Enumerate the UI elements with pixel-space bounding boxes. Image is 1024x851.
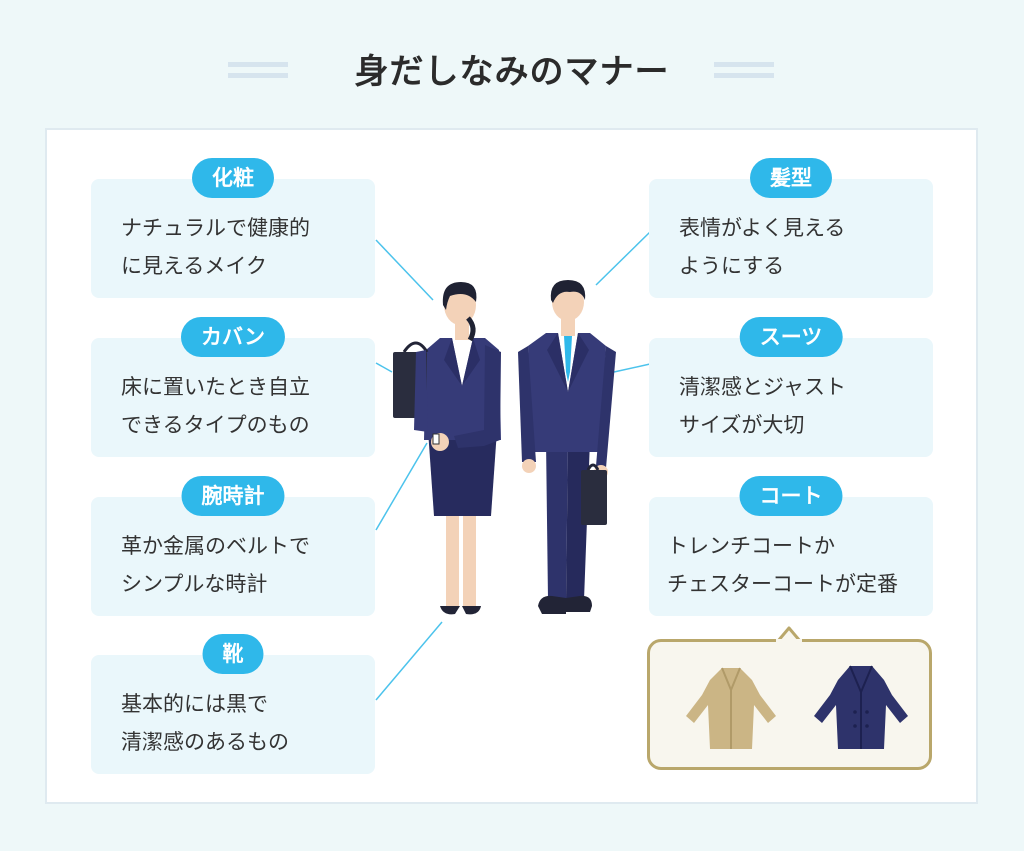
card-shoes: 靴 基本的には黒で清潔感のあるもの: [91, 634, 375, 774]
label-makeup: 化粧: [192, 158, 274, 198]
label-bag: カバン: [180, 317, 286, 357]
card-hairstyle: 髪型 表情がよく見えるようにする: [649, 158, 933, 298]
label-watch: 腕時計: [181, 476, 285, 516]
text-watch: 革か金属のベルトでシンプルな時計: [121, 534, 310, 596]
title-decoration-left: [228, 62, 288, 67]
text-bag: 床に置いたとき自立できるタイプのもの: [121, 375, 310, 437]
title-decoration-right: [714, 62, 774, 67]
connector-bag: [375, 362, 393, 373]
connector-shoes: [375, 621, 443, 701]
card-coat: コート トレンチコートかチェスターコートが定番: [649, 476, 933, 616]
connector-makeup: [375, 239, 434, 301]
label-suit: スーツ: [739, 317, 843, 357]
text-hairstyle: 表情がよく見えるようにする: [679, 216, 846, 278]
label-hairstyle: 髪型: [750, 158, 832, 198]
card-bag: カバン 床に置いたとき自立できるタイプのもの: [91, 317, 375, 457]
label-shoes: 靴: [202, 634, 264, 674]
text-suit: 清潔感とジャストサイズが大切: [679, 375, 846, 437]
text-makeup: ナチュラルで健康的に見えるメイク: [121, 216, 310, 278]
title-decoration-left: [228, 73, 288, 78]
label-coat: コート: [739, 476, 843, 516]
connector-hairstyle: [595, 231, 651, 286]
trench-coat-icon: [686, 667, 776, 749]
text-coat: トレンチコートかチェスターコートが定番: [667, 534, 898, 596]
text-shoes: 基本的には黒で清潔感のあるもの: [121, 692, 289, 754]
coat-illustration-box: [647, 639, 932, 770]
card-watch: 腕時計 革か金属のベルトでシンプルな時計: [91, 476, 375, 616]
page-title: 身だしなみのマナー: [354, 52, 670, 92]
chester-coat-icon: [814, 665, 908, 749]
card-suit: スーツ 清潔感とジャストサイズが大切: [649, 317, 933, 457]
title-decoration-right: [714, 73, 774, 78]
man-in-suit-icon: [518, 280, 616, 614]
connector-watch: [375, 442, 428, 531]
title-area: 身だしなみのマナー: [0, 42, 1024, 102]
woman-in-suit-icon: [393, 282, 501, 615]
connector-suit: [613, 363, 651, 373]
card-makeup: 化粧 ナチュラルで健康的に見えるメイク: [91, 158, 375, 298]
